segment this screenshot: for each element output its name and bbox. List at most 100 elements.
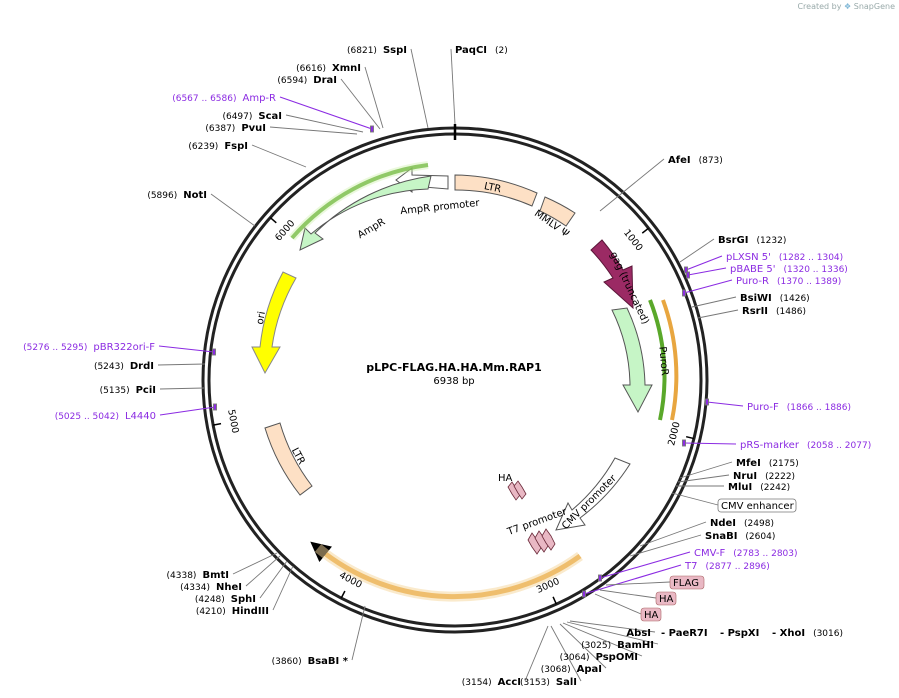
- site-pspxi: - PspXI: [720, 628, 759, 639]
- site-name-absi: AbsI: [626, 628, 651, 639]
- site-pos-sali: (3153): [520, 678, 550, 688]
- primer-pos-puro-f: (1866 .. 1886): [787, 403, 851, 413]
- primer-t7: T7(2877 .. 2896): [684, 561, 770, 572]
- primer-pos-cmv-f: (2783 .. 2803): [733, 549, 797, 559]
- site-xhoi: - XhoI(3016): [772, 628, 843, 639]
- site-leader-acci: [524, 625, 549, 682]
- site-noti: NotI(5896): [147, 190, 207, 201]
- site-apai: ApaI(3068): [541, 664, 602, 675]
- site-name-paer7i: - PaeR7I: [661, 628, 708, 639]
- flag-box: FLAG: [669, 575, 705, 590]
- site-leader-xmni: [364, 66, 384, 129]
- primer-pos-pbabe-5: (1320 .. 1336): [784, 265, 848, 275]
- site-bamhi: BamHI(3025): [581, 640, 654, 651]
- puror-feature: [611, 307, 653, 414]
- site-name-pcii: PciI: [136, 385, 156, 396]
- site-pos-drdi: (5243): [94, 362, 124, 372]
- site-labels: SspI(6821)PaqCI(2)XmnI(6616)DraI(6594)Sc…: [23, 45, 871, 688]
- primer-pos-l4440: (5025 .. 5042): [55, 412, 119, 422]
- site-name-pspxi: - PspXI: [720, 628, 759, 639]
- ha-tags-top: [507, 480, 527, 501]
- site-leader-bsabi: [351, 605, 366, 661]
- ha-top-label: HA: [498, 473, 513, 484]
- site-mfei: MfeI(2175): [736, 458, 799, 469]
- site-leader-apai: [559, 623, 607, 669]
- box-leader-3: [594, 593, 642, 615]
- tick-label-2000: 2000: [666, 421, 682, 447]
- site-name-sali: SalI: [556, 677, 577, 688]
- site-name-acci: AccI: [498, 677, 521, 688]
- site-name-bsrgi: BsrGI: [718, 235, 748, 246]
- ori-feature: [251, 271, 297, 375]
- primer-pos-prs-marker: (2058 .. 2077): [807, 441, 871, 451]
- leader-lines: [157, 48, 744, 682]
- site-pos-noti: (5896): [147, 191, 177, 201]
- site-pos-pcii: (5135): [100, 386, 130, 396]
- site-sphi: SphI(4248): [195, 594, 256, 605]
- primer-name-amp-r: Amp-R: [243, 93, 277, 104]
- primer-mark-prs-marker: [682, 439, 686, 447]
- tick-label-1000: 1000: [621, 228, 645, 254]
- primer-name-prs-marker: pRS-marker: [740, 440, 800, 451]
- ha-box-1-label: HA: [659, 594, 674, 605]
- site-leader-scai: [285, 114, 364, 133]
- primer-pos-plxsn-5: (1282 .. 1304): [779, 253, 843, 263]
- site-name-rsrii: RsrII: [742, 306, 768, 317]
- snapgene-logo-icon: ❖: [844, 2, 852, 11]
- site-name-sspi: SspI: [383, 45, 407, 56]
- site-leader-nrui: [677, 474, 730, 483]
- site-name-drdi: DrdI: [130, 361, 154, 372]
- primer-mark-l4440: [213, 403, 217, 411]
- site-pos-sphi: (4248): [195, 595, 225, 605]
- site-name-apai: ApaI: [577, 664, 602, 675]
- site-pos-bsrgi: (1232): [756, 236, 786, 246]
- site-bmti: BmtI(4338): [167, 570, 229, 581]
- ori-label: ori: [255, 311, 268, 326]
- site-name-xhoi: - XhoI: [772, 628, 805, 639]
- site-leader-hindiii: [272, 565, 294, 611]
- primer-cmv-f: CMV-F (2783 .. 2803): [694, 548, 798, 559]
- site-name-bmti: BmtI: [202, 570, 229, 581]
- site-leader-sali: [550, 625, 582, 682]
- primer-mark-pbabe-5: [686, 271, 690, 279]
- plasmid-name: pLPC-FLAG.HA.HA.Mm.RAP1: [366, 361, 542, 374]
- site-leader-sspi: [410, 48, 429, 129]
- site-pos-acci: (3154): [462, 678, 492, 688]
- site-leader-pcii: [159, 387, 205, 390]
- site-bsrgi: BsrGI (1232): [718, 235, 786, 246]
- site-name-bamhi: BamHI: [617, 640, 654, 651]
- tick-4000: [340, 590, 346, 599]
- primer-mark-t7: [582, 590, 586, 598]
- cmv-enhancer-box: CMV enhancer: [717, 498, 797, 513]
- site-name-bsabi: BsaBI *: [308, 656, 349, 667]
- primer-leader-amp-r: [279, 96, 373, 130]
- site-drdi: DrdI (5243): [94, 361, 154, 372]
- site-sspi: SspI (6821): [347, 45, 407, 56]
- puror-orf: [648, 299, 667, 421]
- site-pos-bsiwi: (1426): [780, 294, 810, 304]
- site-name-pspomi: PspOMI: [596, 652, 638, 663]
- primer-pbabe-5: pBABE 5'(1320 .. 1336): [730, 264, 848, 275]
- flag-ha-tags: [527, 528, 556, 555]
- ltr-top-label: LTR: [483, 181, 502, 195]
- primer-name-cmv-f: CMV-F: [694, 548, 725, 559]
- site-pos-sspi: (6821): [347, 46, 377, 56]
- primer-name-pbr322ori-f: pBR322ori-F: [93, 342, 155, 353]
- site-name-xmni: XmnI: [332, 63, 361, 74]
- site-leader-rsrii: [697, 309, 739, 319]
- site-name-ndei: NdeI: [710, 518, 736, 529]
- site-xmni: XmnI(6616): [296, 63, 361, 74]
- tick-6000: [269, 216, 277, 224]
- primer-leader-cmv-f: [599, 551, 691, 579]
- site-leader-drdi: [157, 363, 206, 366]
- site-leader-pspomi: [562, 622, 643, 657]
- site-drai: DraI(6594): [277, 75, 337, 86]
- ha-box-1: HA: [655, 591, 677, 606]
- primer-leader-puro-r: [683, 279, 733, 294]
- primer-prs-marker: pRS-marker (2058 .. 2077): [740, 440, 871, 451]
- credit-prefix: Created by: [797, 2, 842, 11]
- site-pos-pspomi: (3064): [560, 653, 590, 663]
- site-scai: ScaI(6497): [222, 111, 282, 122]
- site-leader-ndei: [639, 521, 707, 547]
- site-leader-noti: [210, 193, 256, 227]
